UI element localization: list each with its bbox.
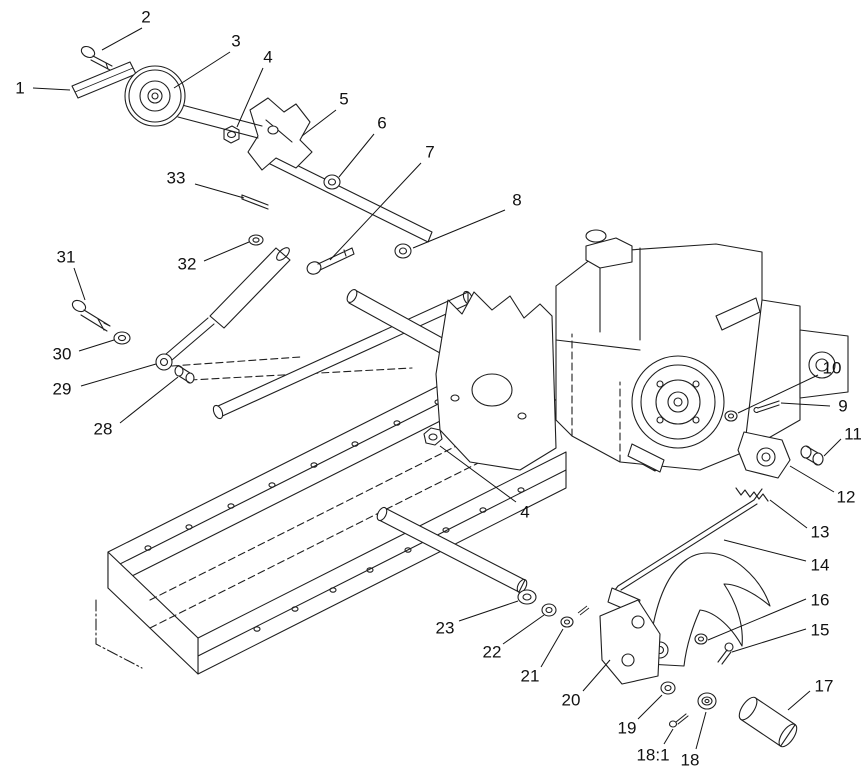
leader-line-3-2 [173,51,231,89]
leader-line-9-8 [780,402,831,407]
washer-19 [660,681,676,695]
leader-line-32-28 [203,241,250,262]
leader-line-16-15 [707,598,807,641]
callout-10-9: 10 [823,359,842,378]
callout-6-5: 6 [377,114,386,133]
nut-32 [248,234,264,246]
callout-32-28: 32 [178,255,197,274]
callout-5-4: 5 [339,90,348,109]
bracket-12 [737,431,791,479]
cross-tube-lower [376,506,528,594]
spacer-28 [174,365,195,384]
engine-pulley-3 [124,65,186,127]
callout-16-15: 16 [811,591,830,610]
pin-33 [241,194,269,210]
leader-line-12-11 [789,465,835,493]
callout-7-6: 7 [425,143,434,162]
leader-line-18-17 [695,711,707,750]
callout-29-25: 29 [53,380,72,399]
spring-13 [735,487,769,502]
brake-rod-14 [611,488,763,595]
callout-12-11: 12 [837,488,856,507]
callout-2-1: 2 [141,8,150,27]
leader-line-2-1 [101,27,143,51]
cotter-pin-9 [753,400,780,414]
leader-line-5-4 [301,109,337,137]
leader-line-7-6 [329,162,422,261]
leader-line-8-7 [412,209,506,249]
callout-4-3: 4 [263,48,272,67]
leader-line-29-25 [80,363,157,387]
leader-line-15-14 [731,628,807,653]
washer-18 [697,692,717,710]
clevis-pin-15 [717,642,734,665]
leader-line-31-27 [73,267,86,301]
nut-4-upper [223,125,240,144]
leader-line-10-9 [737,374,819,414]
callout-30-26: 30 [53,345,72,364]
callout-11-10: 11 [844,425,862,444]
nut-4-center [423,427,443,446]
callout-13-12: 13 [811,523,830,542]
callout-3-2: 3 [231,32,240,51]
leader-line-23-23 [458,600,519,622]
washer-10 [724,410,738,422]
bolt-2 [80,45,113,71]
callout-18:1-18: 18:1 [636,746,669,765]
bolt-7 [306,247,355,275]
leader-line-1-0 [32,87,71,91]
bushing-11 [800,445,824,466]
leader-line-22-22 [502,614,545,645]
callout-23-23: 23 [436,619,455,638]
bracket-20 [599,599,661,685]
callout-19-19: 19 [618,719,637,738]
washer-8 [394,243,412,259]
leader-line-30-26 [78,339,115,352]
leader-line-11-10 [823,438,842,457]
washer-21 [560,605,590,628]
leader-line-19-19 [637,694,663,720]
leader-line-13-12 [769,499,808,529]
callout-4-30: 4 [520,503,529,522]
washer-16 [694,633,708,645]
transaxle [555,229,849,473]
washer-22 [541,603,557,617]
spacer-17 [738,696,798,748]
leader-line-4-3 [236,67,264,128]
callout-layer: 12345678910111213141516171818:1192021222… [15,8,862,770]
leader-line-6-5 [338,133,375,178]
leader-line-4-30 [439,445,517,503]
bolt-31 [71,299,111,332]
leader-line-28-24 [119,376,179,424]
leader-line-17-16 [787,690,811,711]
callout-15-14: 15 [811,621,830,640]
callout-28-24: 28 [94,420,113,439]
washer-23 [517,589,537,605]
callout-17-16: 17 [815,677,834,696]
screw-18-1 [668,713,689,728]
leader-line-33-29 [194,183,245,199]
washer-30 [113,331,131,345]
callout-18-17: 18 [681,751,700,770]
leader-line-21-21 [540,628,564,668]
callout-14-13: 14 [811,556,830,575]
callout-8-7: 8 [512,191,521,210]
callout-22-22: 22 [483,643,502,662]
leader-line-20-20 [582,659,611,692]
main-frame [95,356,567,675]
callout-31-27: 31 [57,248,76,267]
callout-9-8: 9 [838,397,847,416]
mounting-plate [435,291,557,471]
callout-33-29: 33 [167,169,186,188]
washer-6 [323,174,341,190]
idler-bracket-5 [247,97,313,171]
callout-21-21: 21 [521,667,540,686]
callout-1-0: 1 [15,79,24,98]
gas-spring [155,247,291,371]
leader-line-14-13 [723,539,807,562]
leader-line-18:1-18 [663,728,674,745]
callout-20-20: 20 [562,691,581,710]
